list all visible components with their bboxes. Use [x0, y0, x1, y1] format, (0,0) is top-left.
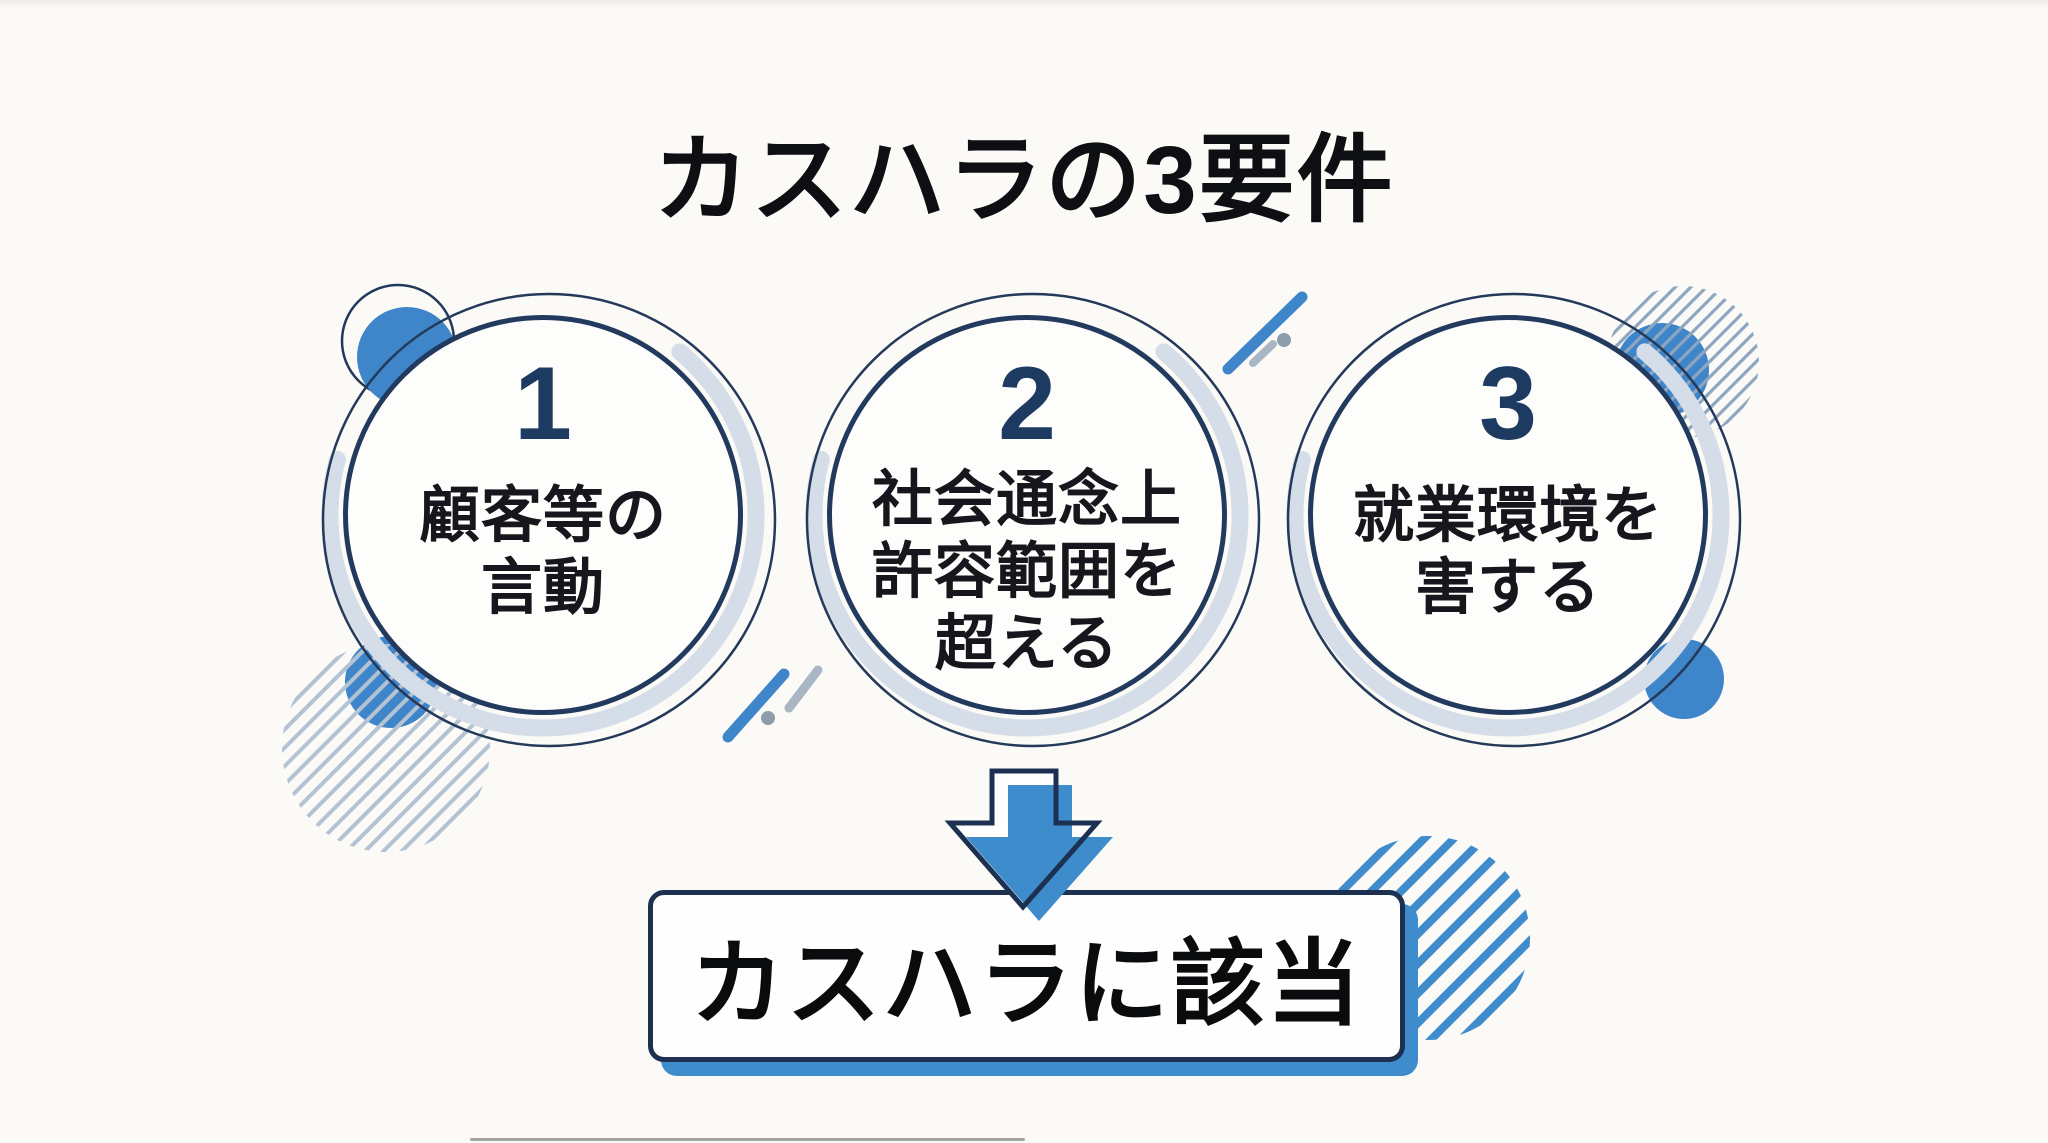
requirement-1-label: 顧客等の 言動 [419, 479, 667, 623]
requirement-2-line-1: 社会通念上 [871, 465, 1182, 534]
requirement-3-label: 就業環境を 害する [1353, 479, 1663, 623]
requirement-2-line-2: 許容範囲を [871, 537, 1182, 606]
circle1-outer-ring [321, 292, 777, 748]
down-arrow-icon [944, 768, 1113, 921]
circle3-outer-ring [1286, 292, 1742, 748]
dash-accent-top-right-icon [1222, 291, 1308, 375]
requirement-2-number: 2 [998, 346, 1056, 462]
requirement-1-number: 1 [514, 346, 572, 462]
requirement-3-line-1: 就業環境を [1352, 481, 1663, 550]
conclusion-box: カスハラに該当 [648, 890, 1405, 1062]
requirement-2-label: 社会通念上 許容範囲を 超える [872, 463, 1182, 679]
requirement-3-number: 3 [1479, 346, 1537, 462]
conclusion-label: カスハラに該当 [690, 931, 1363, 1036]
circle2-shadow-band [805, 293, 1249, 737]
requirement-2-line-3: 超える [934, 609, 1120, 678]
page-title: カスハラの3要件 [653, 127, 1395, 234]
requirement-circle-3: 3 就業環境を 害する [1308, 315, 1708, 715]
requirement-1-line-2: 言動 [480, 553, 605, 622]
requirement-circle-1: 1 顧客等の 言動 [343, 315, 743, 715]
requirement-1-line-1: 顧客等の [418, 481, 667, 550]
top-edge-shade [0, 0, 2048, 9]
circle1-shadow-band [321, 293, 765, 737]
circle3-shadow-band [1286, 293, 1730, 737]
circle2-outer-ring [805, 292, 1261, 748]
dash-accent-bottom-left-icon [722, 665, 823, 743]
requirement-3-line-2: 害する [1414, 553, 1601, 622]
requirement-circle-2: 2 社会通念上 許容範囲を 超える [827, 315, 1227, 715]
bottom-edge-line [470, 1138, 1025, 1141]
